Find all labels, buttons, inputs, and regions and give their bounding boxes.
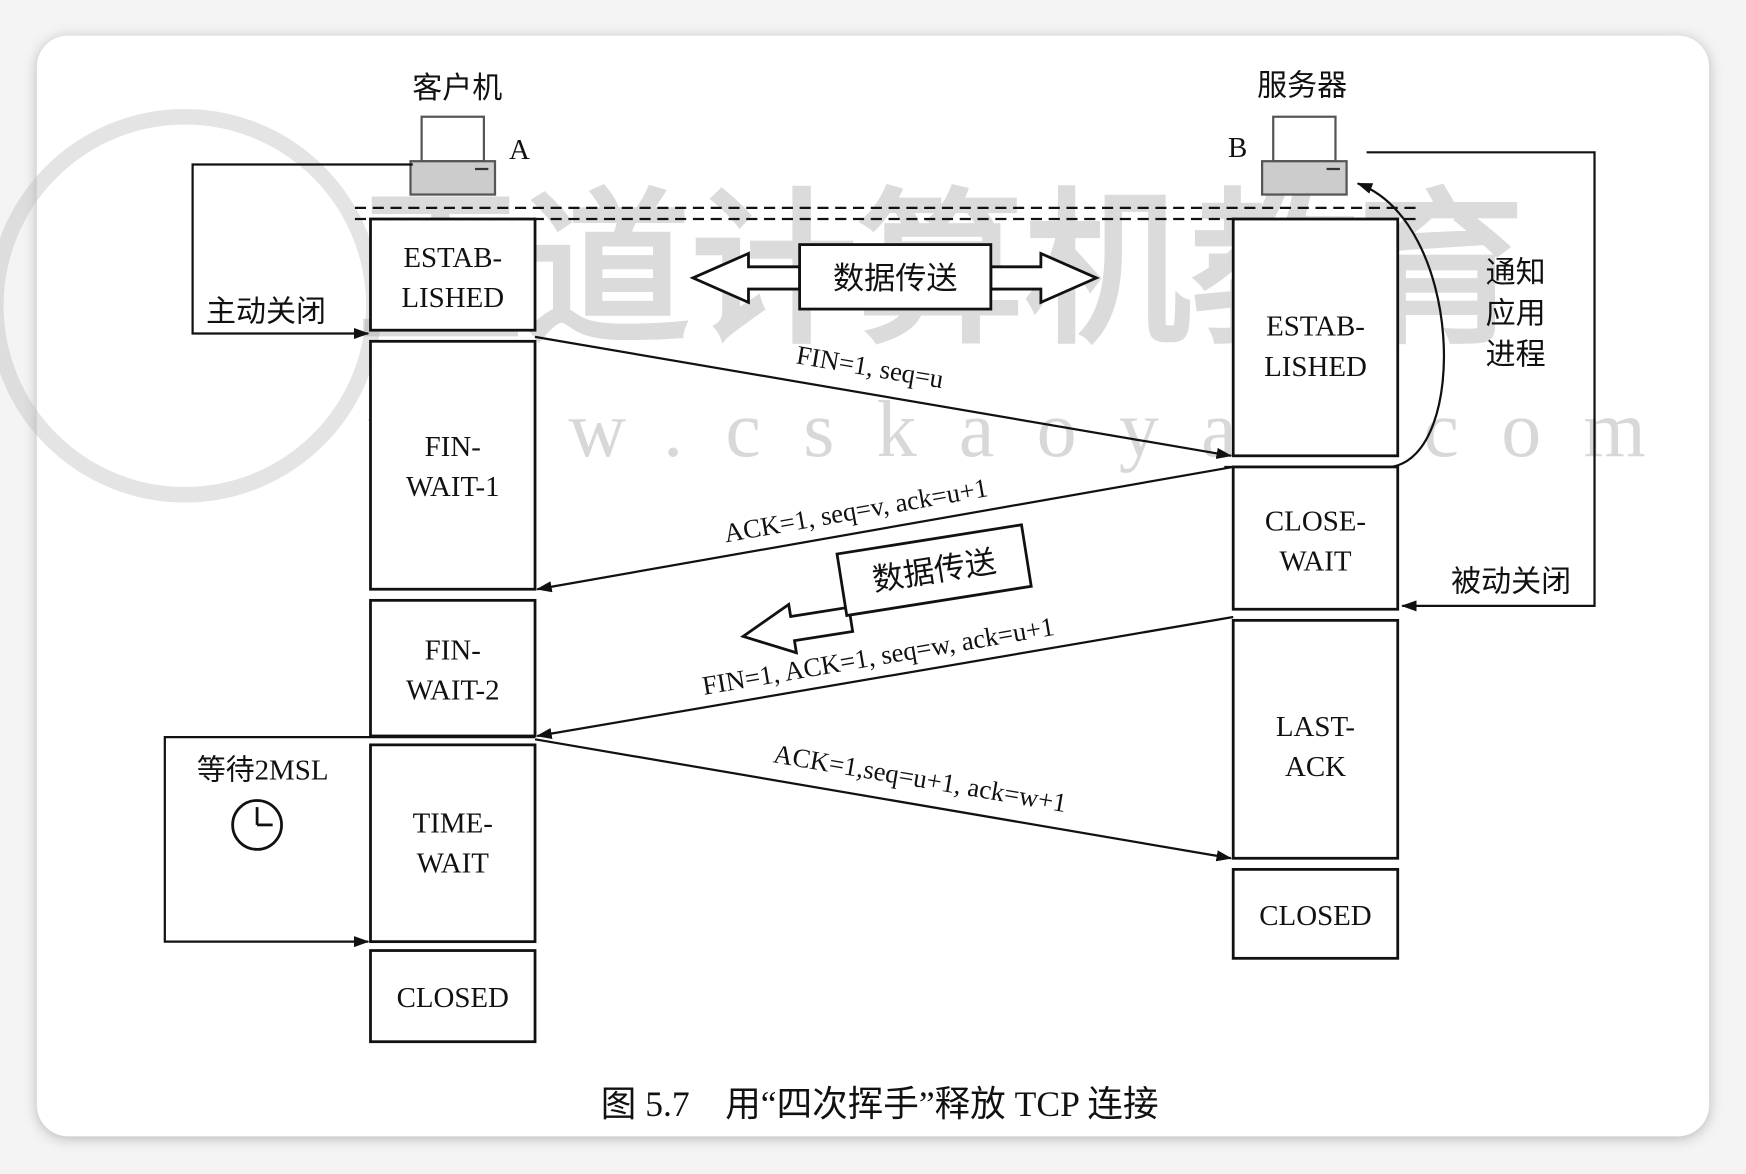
svg-text:WAIT: WAIT (417, 848, 490, 880)
svg-text:TIME-: TIME- (413, 808, 493, 840)
server-state-closed: CLOSED (1231, 867, 1400, 960)
active-close-label: 主动关闭 (206, 295, 326, 328)
svg-text:WAIT-1: WAIT-1 (406, 471, 500, 503)
passive-close-arrow (1366, 151, 1596, 612)
svg-text:WAIT: WAIT (1279, 545, 1352, 577)
client-state-closed: CLOSED (369, 949, 537, 1044)
svg-text:CLOSED: CLOSED (1259, 900, 1371, 932)
svg-text:CLOSED: CLOSED (397, 982, 509, 1014)
clock-icon (231, 799, 283, 851)
svg-text:ESTAB-: ESTAB- (1266, 311, 1365, 343)
server-state-last-ack: LAST- ACK (1231, 618, 1400, 860)
host-a-label: A (509, 134, 530, 166)
data-transfer-label: 数据传送 (833, 261, 957, 296)
active-close-arrow (191, 163, 413, 340)
notify-app-arrow (1224, 182, 1445, 469)
server-state-close-wait: CLOSE- WAIT (1231, 465, 1400, 611)
svg-text:LISHED: LISHED (401, 282, 504, 314)
server-label: 服务器 (1257, 70, 1347, 103)
notify-app-label-2: 应用 (1486, 298, 1546, 331)
svg-text:LISHED: LISHED (1264, 351, 1367, 383)
svg-text:CLOSE-: CLOSE- (1265, 505, 1366, 537)
client-label: 客户机 (412, 72, 502, 105)
client-state-established: ESTAB- LISHED (369, 217, 537, 332)
passive-close-label: 被动关闭 (1451, 565, 1571, 598)
figure-caption: 图 5.7 用“四次挥手”释放 TCP 连接 (601, 1084, 1159, 1124)
host-b-label: B (1228, 132, 1247, 164)
computer-icon-a (409, 115, 497, 196)
svg-text:FIN-: FIN- (425, 431, 481, 463)
client-state-time-wait: TIME- WAIT (369, 743, 537, 944)
server-state-established: ESTAB- LISHED (1231, 217, 1400, 458)
client-state-fin-wait-1: FIN- WAIT-1 (369, 339, 537, 591)
wait-2msl-arrow (163, 735, 536, 948)
svg-text:LAST-: LAST- (1276, 711, 1355, 743)
arrow-fin-ack (536, 615, 1234, 740)
arrow-final-ack (534, 738, 1233, 862)
notify-app-label-1: 通知 (1486, 256, 1546, 289)
svg-text:FIN-: FIN- (425, 634, 481, 666)
notify-app-label-3: 进程 (1486, 339, 1546, 372)
arrow-fin (534, 335, 1233, 459)
svg-text:WAIT-2: WAIT-2 (406, 674, 500, 706)
svg-text:ESTAB-: ESTAB- (403, 242, 502, 274)
svg-text:ACK: ACK (1285, 751, 1346, 783)
arrow-ack (536, 465, 1234, 593)
data-transfer-server-to-client: 数据传送 (740, 523, 1033, 655)
wait-2msl-label: 等待2MSL (197, 754, 329, 786)
svg-text:www.cskaoyan.com: www.cskaoyan.com (368, 386, 1688, 474)
client-state-fin-wait-2: FIN- WAIT-2 (369, 598, 537, 738)
computer-icon-b (1260, 115, 1348, 196)
data-transfer-bidirectional: 数据传送 (689, 243, 1100, 311)
